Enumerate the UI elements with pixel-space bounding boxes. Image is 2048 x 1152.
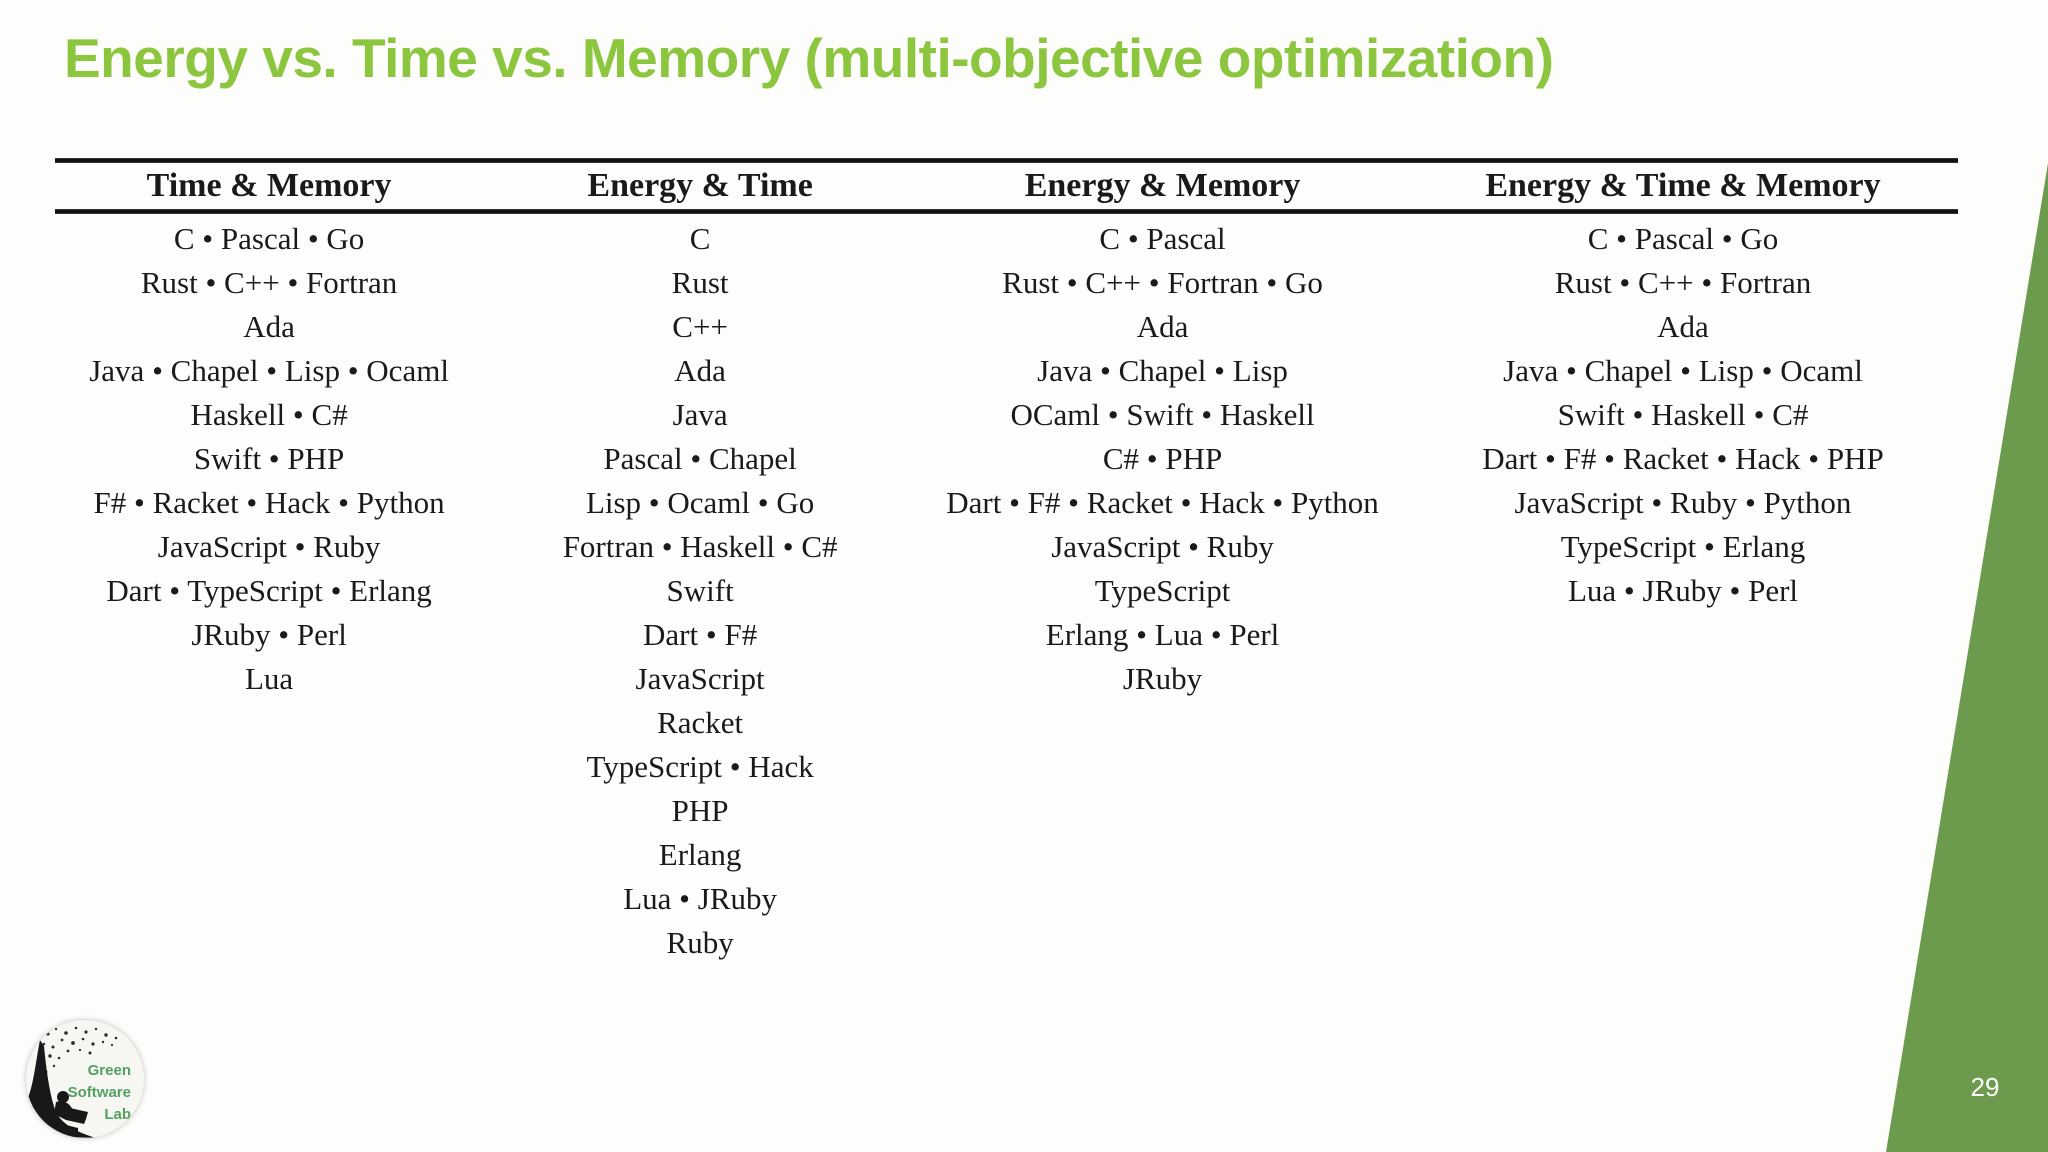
table-row: PHP <box>671 793 729 828</box>
table-row: JRuby <box>1122 661 1203 696</box>
language-ranking-table: Time & Memory Energy & Time Energy & Memor… <box>55 158 1958 965</box>
table-row: JavaScript • Ruby <box>1051 529 1274 564</box>
table-row: Dart • F# <box>643 617 758 652</box>
table-row: Rust <box>671 265 729 300</box>
column-header-4: Energy & Time & Memory <box>1485 167 1881 204</box>
table-row: JavaScript • Ruby <box>157 529 381 564</box>
table-row: Haskell • C# <box>190 397 348 432</box>
logo-line-green: Green <box>87 1062 131 1079</box>
logo-text: Green Software Lab <box>68 1060 131 1126</box>
table-row: TypeScript <box>1094 573 1231 608</box>
logo-line-lab: Lab <box>104 1106 131 1123</box>
table-row: Racket <box>657 705 744 740</box>
column-header-1: Time & Memory <box>146 167 392 204</box>
table-row: Rust • C++ • Fortran <box>140 265 398 300</box>
table-row: OCaml • Swift • Haskell <box>1010 397 1315 432</box>
table-row: Java <box>672 397 728 432</box>
table-row: Pascal • Chapel <box>603 441 797 476</box>
table-row: Java • Chapel • Lisp • Ocaml <box>89 353 449 388</box>
table-row: Swift • PHP <box>193 441 345 476</box>
table-row: Ada <box>1657 309 1709 344</box>
table-row: JRuby • Perl <box>191 617 347 652</box>
table-row: Ada <box>674 353 726 388</box>
table-row: Lua <box>244 661 294 696</box>
table-row: Erlang • Lua • Perl <box>1045 617 1280 652</box>
table-header-rule <box>55 209 1958 214</box>
table-row: C <box>689 221 711 256</box>
table-row: C++ <box>672 309 728 344</box>
table-row: Swift <box>666 573 734 608</box>
table-row: Ada <box>1136 309 1189 344</box>
table-header-row: Time & Memory Energy & Time Energy & Memor… <box>55 163 1958 209</box>
table-row: Dart • TypeScript • Erlang <box>106 573 432 608</box>
column-header-3: Energy & Memory <box>1024 167 1301 204</box>
table-row: Lua • JRuby • Perl <box>1567 573 1799 608</box>
table-top-rule <box>55 158 1958 163</box>
table-row: JavaScript • Ruby • Python <box>1514 485 1852 520</box>
table-row: Java • Chapel • Lisp <box>1037 353 1288 388</box>
table-row: TypeScript • Hack <box>586 749 814 784</box>
table-row: Swift • Haskell • C# <box>1557 397 1809 432</box>
table-row: Rust • C++ • Fortran <box>1554 265 1812 300</box>
table-row: F# • Racket • Hack • Python <box>93 485 445 520</box>
table-row: TypeScript • Erlang <box>1560 529 1806 564</box>
table-row: C • Pascal • Go <box>173 221 365 256</box>
table-row: Erlang <box>658 837 742 872</box>
table-row: Java • Chapel • Lisp • Ocaml <box>1503 353 1863 388</box>
table-row: JavaScript <box>635 661 765 696</box>
logo-silhouette-graphic <box>28 1026 118 1138</box>
page-number: 29 <box>1970 1072 2000 1102</box>
table-row: C# • PHP <box>1102 441 1223 476</box>
table-row: Rust • C++ • Fortran • Go <box>1002 265 1323 300</box>
table-row: C • Pascal • Go <box>1587 221 1779 256</box>
table-row: Lisp • Ocaml • Go <box>585 485 815 520</box>
column-header-2: Energy & Time <box>587 167 813 204</box>
table-row: Ruby <box>666 925 734 960</box>
slide-title: Energy vs. Time vs. Memory (multi-object… <box>64 27 1554 89</box>
table-row: Ada <box>243 309 295 344</box>
logo-line-software: Software <box>67 1084 131 1101</box>
green-software-lab-logo: Green Software Lab <box>26 1020 144 1138</box>
table-row: Lua • JRuby <box>623 881 777 916</box>
table-row: Fortran • Haskell • C# <box>562 529 838 564</box>
table-row: Dart • F# • Racket • Hack • PHP <box>1482 441 1884 476</box>
table-row: C • Pascal <box>1099 221 1226 256</box>
table-row: Dart • F# • Racket • Hack • Python <box>946 485 1379 520</box>
